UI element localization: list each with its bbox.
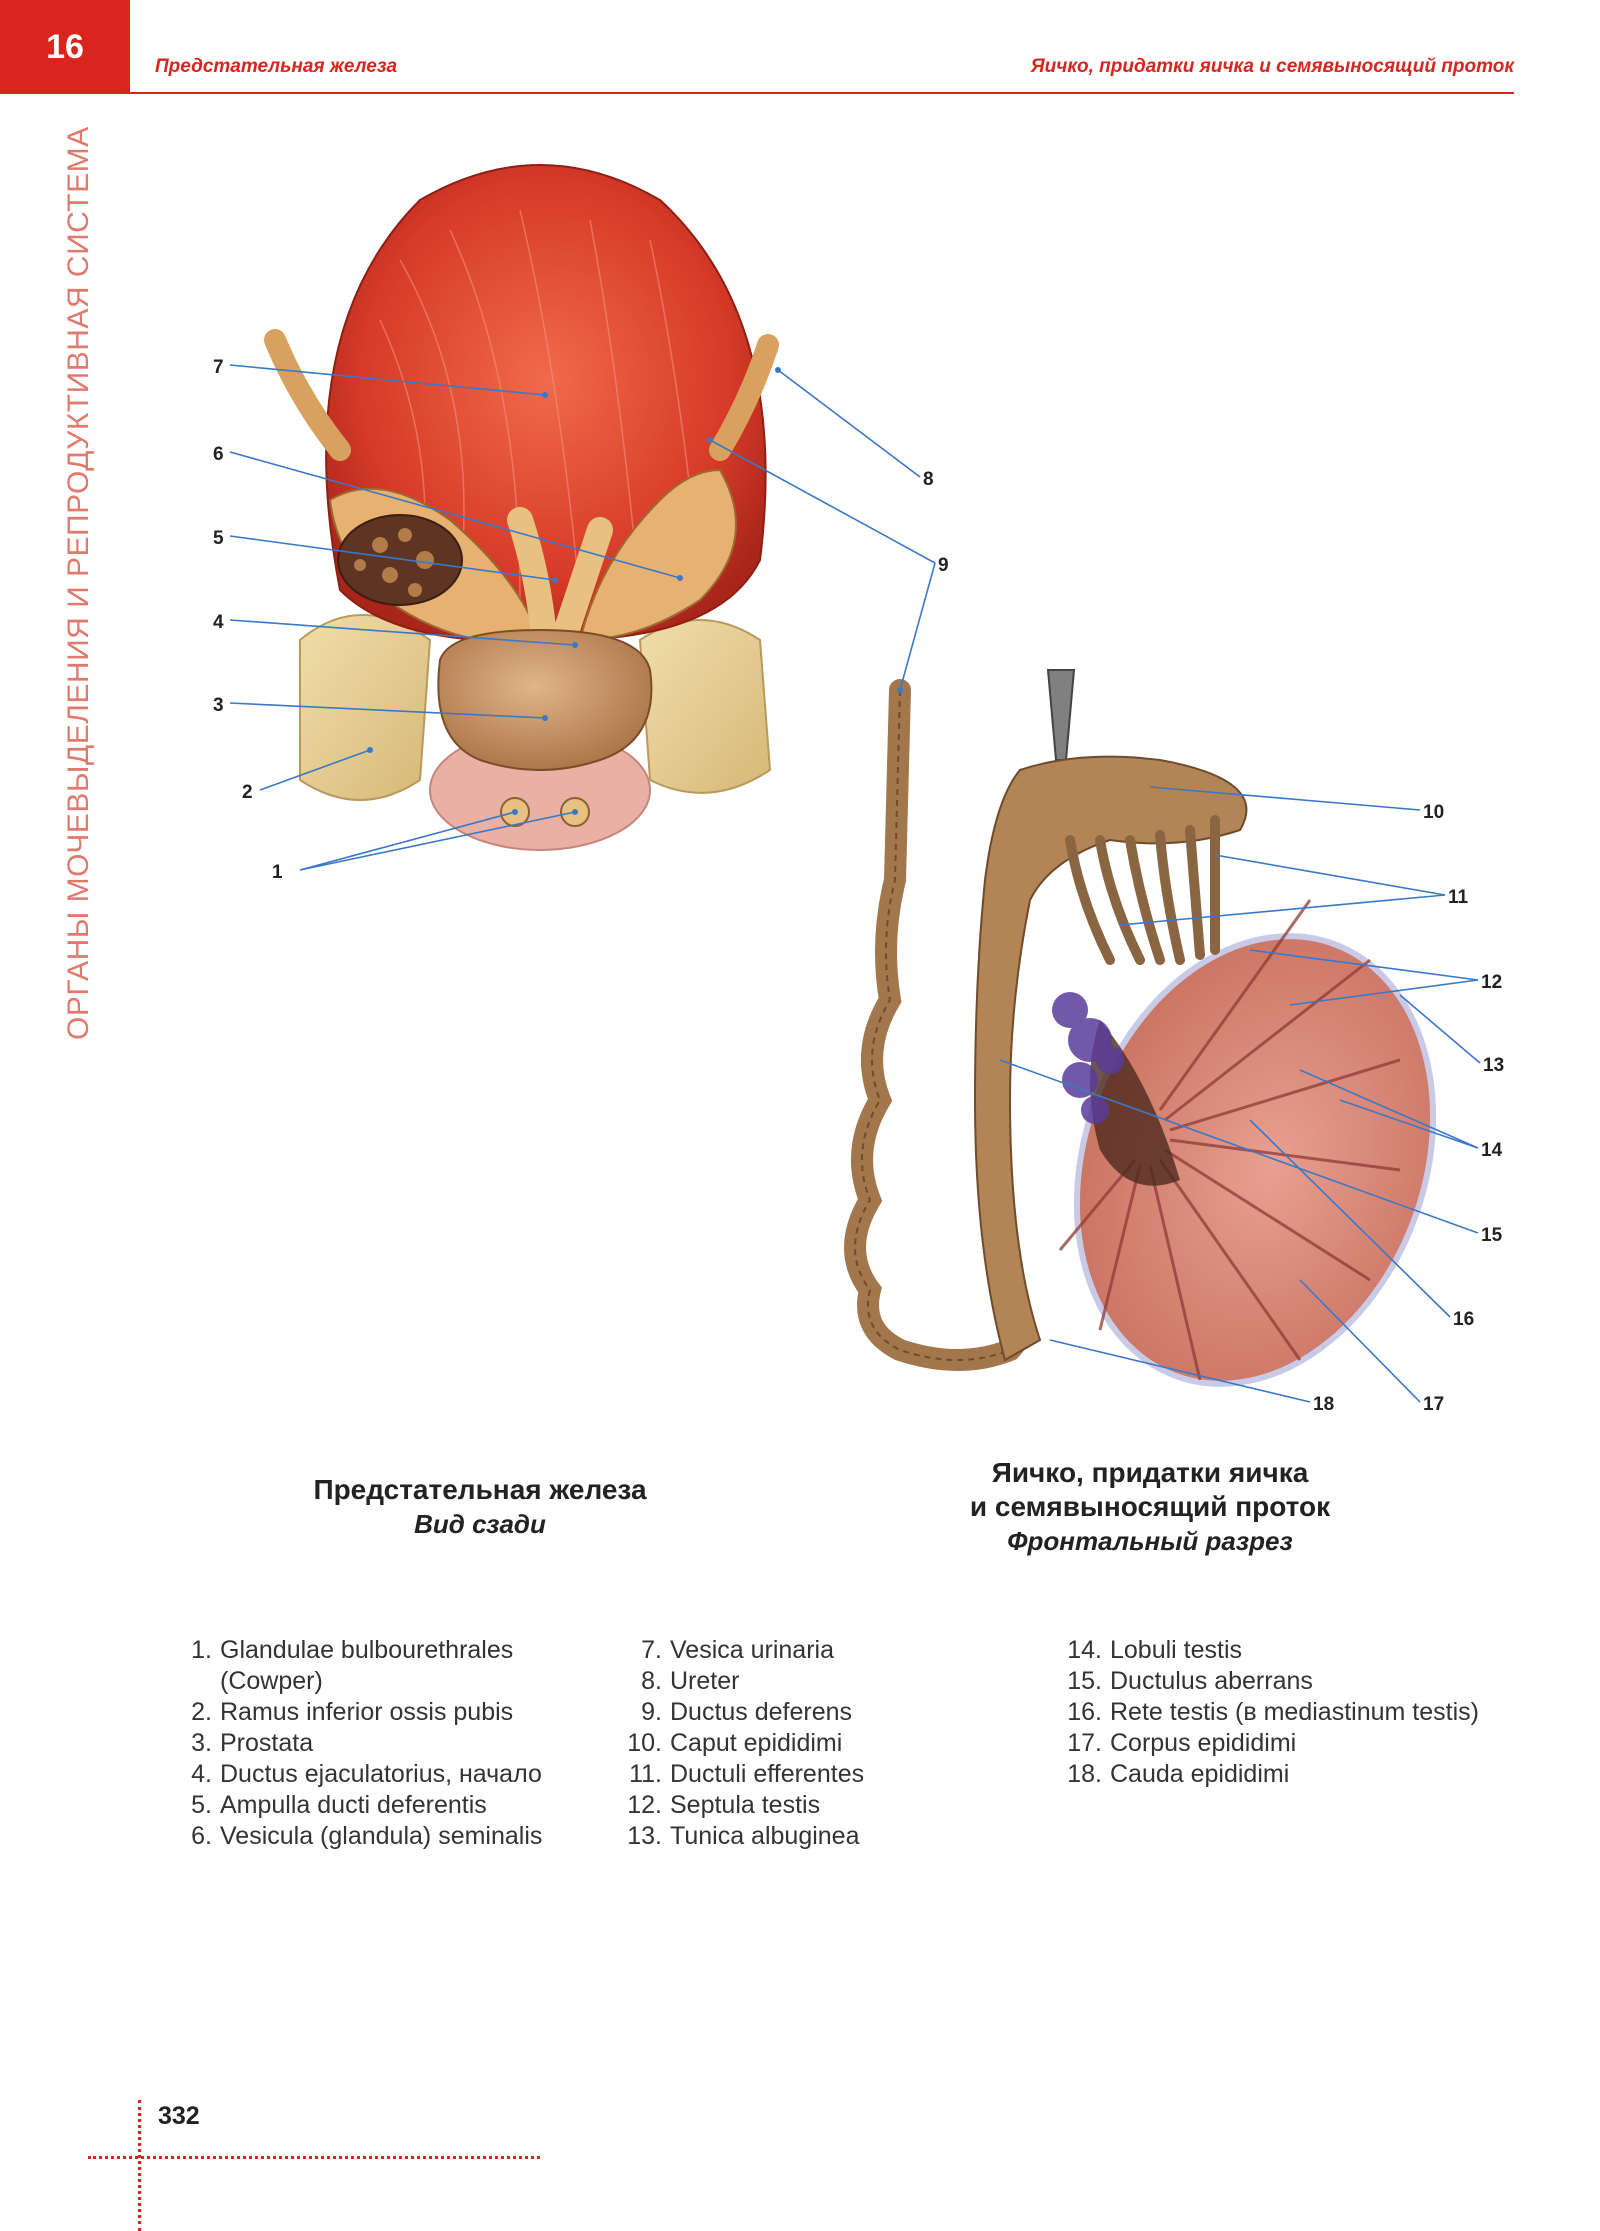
legend-item: 15.Ductulus aberrans bbox=[1067, 1667, 1313, 1695]
legend-item: 16.Rete testis (в mediastinum testis) bbox=[1067, 1698, 1479, 1726]
legend-item: 11.Ductuli efferentes bbox=[629, 1760, 865, 1788]
legend-column-2: 7.Vesica urinaria 8.Ureter 9.Ductus defe… bbox=[620, 1635, 864, 1852]
legend-item: 18.Cauda epididimi bbox=[1067, 1760, 1290, 1788]
legend-column-1: 1.Glandulae bulbourethrales (Cowper) 2.R… bbox=[170, 1635, 542, 1852]
footer-dotted-horizontal bbox=[88, 2156, 540, 2159]
label-4: 4 bbox=[213, 612, 224, 633]
label-16: 16 bbox=[1453, 1309, 1474, 1330]
header-right-title: Яичко, придатки яичка и семявыносящий пр… bbox=[1030, 56, 1514, 77]
legend-item: 4.Ductus ejaculatorius, начало bbox=[191, 1760, 542, 1788]
legend-item: 12.Septula testis bbox=[627, 1791, 821, 1819]
label-18: 18 bbox=[1313, 1394, 1334, 1415]
label-1: 1 bbox=[272, 862, 283, 883]
label-14: 14 bbox=[1481, 1140, 1503, 1161]
legend-item: 7.Vesica urinaria bbox=[641, 1636, 834, 1664]
label-3: 3 bbox=[213, 695, 224, 716]
legend-item: 6.Vesicula (glandula) seminalis bbox=[191, 1822, 543, 1850]
label-7: 7 bbox=[213, 357, 224, 378]
caption-testis-subtitle: Фронтальный разрез bbox=[1007, 1526, 1293, 1556]
prostate-illustration bbox=[264, 164, 779, 851]
legend-item: 5.Ampulla ducti deferentis bbox=[191, 1791, 487, 1819]
caption-prostate: Предстательная железа Вид сзади bbox=[230, 1473, 730, 1541]
legend-item: 2.Ramus inferior ossis pubis bbox=[191, 1698, 514, 1726]
legend-item: 8.Ureter bbox=[641, 1667, 740, 1695]
label-11: 11 bbox=[1448, 887, 1469, 908]
label-17: 17 bbox=[1423, 1394, 1444, 1415]
label-13: 13 bbox=[1483, 1055, 1504, 1076]
legend-item: 13.Tunica albuginea bbox=[627, 1822, 860, 1850]
legend-item: 10.Caput epididimi bbox=[627, 1729, 843, 1757]
label-8: 8 bbox=[923, 469, 934, 490]
legend-item: 14.Lobuli testis bbox=[1067, 1636, 1243, 1664]
label-9: 9 bbox=[938, 555, 949, 576]
footer-dotted-vertical bbox=[138, 2100, 141, 2231]
label-6: 6 bbox=[213, 444, 224, 465]
caption-prostate-title: Предстательная железа bbox=[313, 1474, 647, 1505]
label-12: 12 bbox=[1481, 972, 1502, 993]
legend-column-3: 14.Lobuli testis 15.Ductulus aberrans 16… bbox=[1060, 1635, 1479, 1790]
legend-item: 9.Ductus deferens bbox=[641, 1698, 853, 1726]
labels-left: 1 2 3 4 5 6 7 8 9 bbox=[213, 357, 949, 883]
page-number: 332 bbox=[158, 2102, 200, 2130]
labels-right: 10 11 12 13 14 15 16 17 18 bbox=[1313, 802, 1504, 1415]
legend-item: 1.Glandulae bulbourethrales bbox=[191, 1636, 514, 1664]
testis-illustration bbox=[844, 669, 1437, 1387]
legend-item: 17.Corpus epididimi bbox=[1067, 1729, 1297, 1757]
header-left-title: Предстательная железа bbox=[155, 56, 398, 77]
label-5: 5 bbox=[213, 528, 224, 549]
header-rule bbox=[130, 92, 1514, 94]
legend-item: (Cowper) bbox=[220, 1667, 323, 1695]
chapter-number-badge: 16 bbox=[0, 0, 130, 94]
caption-prostate-subtitle: Вид сзади bbox=[414, 1509, 546, 1539]
label-15: 15 bbox=[1481, 1225, 1503, 1246]
label-10: 10 bbox=[1423, 802, 1444, 823]
label-2: 2 bbox=[242, 782, 253, 803]
leader-lines bbox=[229, 364, 1481, 1403]
legend-item: 3.Prostata bbox=[191, 1729, 314, 1757]
caption-testis: Яичко, придатки яичка и семявыносящий пр… bbox=[900, 1456, 1400, 1558]
caption-testis-title-line2: и семявыносящий проток bbox=[969, 1491, 1331, 1522]
caption-testis-title-line1: Яичко, придатки яичка bbox=[991, 1457, 1309, 1488]
